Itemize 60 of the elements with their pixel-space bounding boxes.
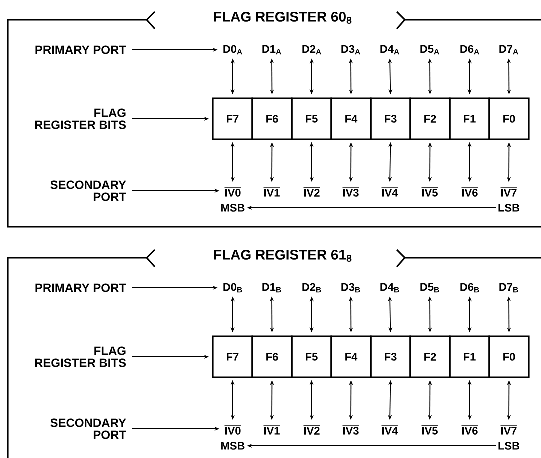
- signal-label: D0$_{A}$: [224, 45, 242, 55]
- register-cell: F6: [252, 98, 293, 140]
- signal-label: IV6: [462, 426, 478, 435]
- panel-title: FLAG REGISTER 60$_{8}$: [214, 12, 352, 24]
- signal-label: D3$_{B}$: [342, 283, 360, 293]
- signal-label: D6$_{B}$: [460, 283, 480, 293]
- register-cell: F1: [449, 336, 490, 378]
- signal-label: D7$_{B}$: [500, 283, 518, 293]
- signal-label: IV0: [224, 426, 242, 435]
- signal-label: D5$_{B}$: [420, 283, 440, 293]
- bit-order-label: LSB: [498, 442, 520, 450]
- signal-label: IV2: [304, 426, 320, 435]
- register-cell: F3: [370, 336, 412, 378]
- signal-label: IV4: [382, 426, 398, 435]
- signal-label: D4$_{A}$: [380, 45, 400, 55]
- signal-label: D5$_{A}$: [420, 45, 440, 55]
- signal-label: D6$_{A}$: [460, 45, 480, 55]
- signal-label: D1$_{A}$: [262, 45, 282, 55]
- register-cell: F3: [370, 98, 412, 140]
- bit-order-label: LSB: [498, 204, 520, 212]
- signal-label: IV6: [462, 188, 478, 197]
- port-label: FLAG REGISTER BITS: [35, 108, 126, 130]
- register-cell: F2: [410, 98, 451, 140]
- signal-label: D7$_{A}$: [500, 45, 518, 55]
- panel-title: FLAG REGISTER 61$_{8}$: [214, 250, 352, 262]
- signal-label: IV2: [304, 188, 320, 197]
- port-label: FLAG REGISTER BITS: [35, 346, 126, 368]
- register-cell: F2: [410, 336, 451, 378]
- bit-order-label: MSB: [222, 442, 245, 450]
- register-cell: F1: [449, 98, 490, 140]
- signal-label: IV0: [224, 188, 242, 197]
- signal-label: IV7: [500, 426, 518, 435]
- bit-order-label: MSB: [222, 204, 245, 212]
- port-label: PRIMARY PORT: [36, 284, 126, 292]
- signal-label: IV5: [422, 426, 438, 435]
- port-label: SECONDARY PORT: [50, 418, 126, 440]
- signal-label: IV7: [500, 188, 518, 197]
- register-cell: F6: [252, 336, 293, 378]
- signal-label: D4$_{B}$: [380, 283, 400, 293]
- signal-label: D2$_{B}$: [302, 283, 322, 293]
- port-label: PRIMARY PORT: [36, 46, 126, 54]
- register-cell: F0: [488, 336, 530, 378]
- signal-label: IV4: [382, 188, 398, 197]
- signal-label: D0$_{B}$: [224, 283, 242, 293]
- register-cell: F4: [330, 336, 372, 378]
- register-cell: F0: [488, 98, 530, 140]
- signal-label: IV5: [422, 188, 438, 197]
- register-cell: F7: [212, 336, 254, 378]
- register-cell: F7: [212, 98, 254, 140]
- signal-label: D3$_{A}$: [342, 45, 360, 55]
- signal-label: D1$_{B}$: [262, 283, 282, 293]
- register-cell: F5: [291, 336, 332, 378]
- register-cell: F4: [330, 98, 372, 140]
- signal-label: IV1: [264, 426, 280, 435]
- signal-label: IV3: [342, 426, 360, 435]
- register-cell: F5: [291, 98, 332, 140]
- signal-label: IV3: [342, 188, 360, 197]
- port-label: SECONDARY PORT: [50, 180, 126, 202]
- signal-label: IV1: [264, 188, 280, 197]
- signal-label: D2$_{A}$: [302, 45, 322, 55]
